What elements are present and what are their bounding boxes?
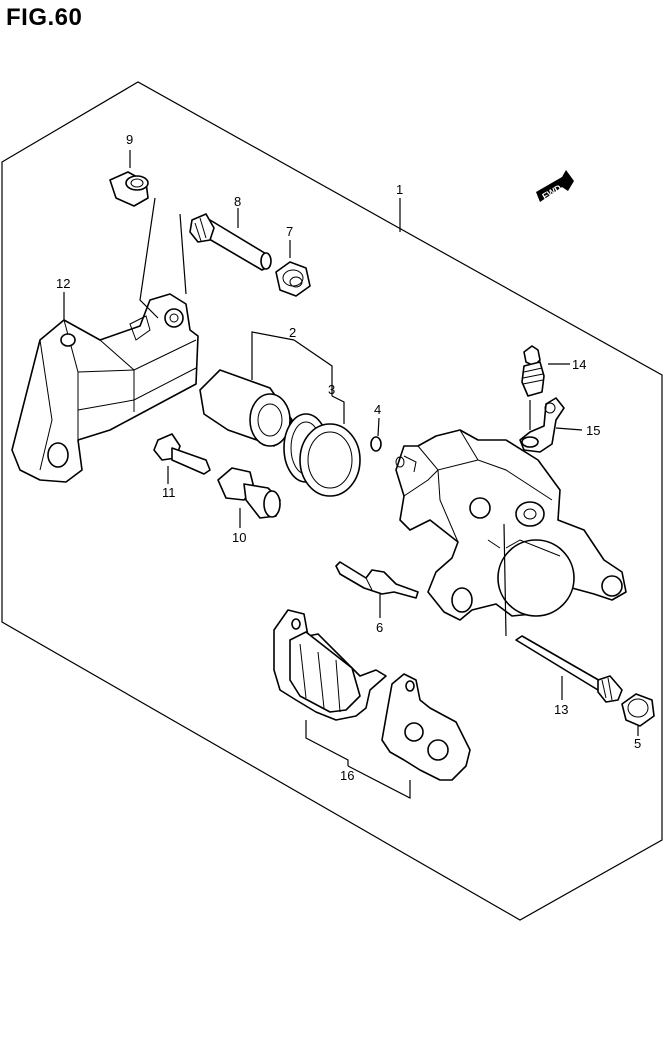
callout-8: 8 [234,194,241,209]
part-12-bracket [11,293,199,483]
callout-13: 13 [554,702,568,717]
callout-3: 3 [328,382,335,397]
callout-6: 6 [376,620,383,635]
callout-numbers: 1 2 3 4 5 6 7 8 9 10 11 12 13 14 15 16 [56,132,641,783]
leader-lines [63,150,639,799]
callout-11: 11 [162,485,176,500]
figure-title: FIG.60 [6,4,83,31]
part-3-seals [283,413,361,497]
part-2-piston [199,369,293,447]
callout-12: 12 [56,276,70,291]
part-14-bleeder-valve [521,345,545,397]
assembly-frame [1,81,663,921]
callout-16: 16 [340,768,354,783]
caliper-body [395,429,627,621]
part-8-slide-pin [189,213,272,271]
part-15-bleeder-cap [519,397,565,453]
fwd-arrow-badge: FWD [536,170,574,202]
part-10-pin [217,467,281,519]
part-11-bolt [153,433,211,475]
callout-15: 15 [586,423,600,438]
callout-10: 10 [232,530,246,545]
part-9-sleeve [109,171,149,207]
part-7-boot [275,261,311,297]
callout-9: 9 [126,132,133,147]
part-6-pad-spring [335,561,419,599]
part-5-plug [621,693,655,727]
part-13-pin-bolt [515,635,623,703]
callout-5: 5 [634,736,641,751]
callout-7: 7 [286,224,293,239]
callout-2: 2 [289,325,296,340]
part-4-o-ring [370,436,382,452]
part-16-brake-pads [273,609,471,781]
callout-4: 4 [374,402,381,417]
callout-14: 14 [572,357,586,372]
callout-1: 1 [396,182,403,197]
